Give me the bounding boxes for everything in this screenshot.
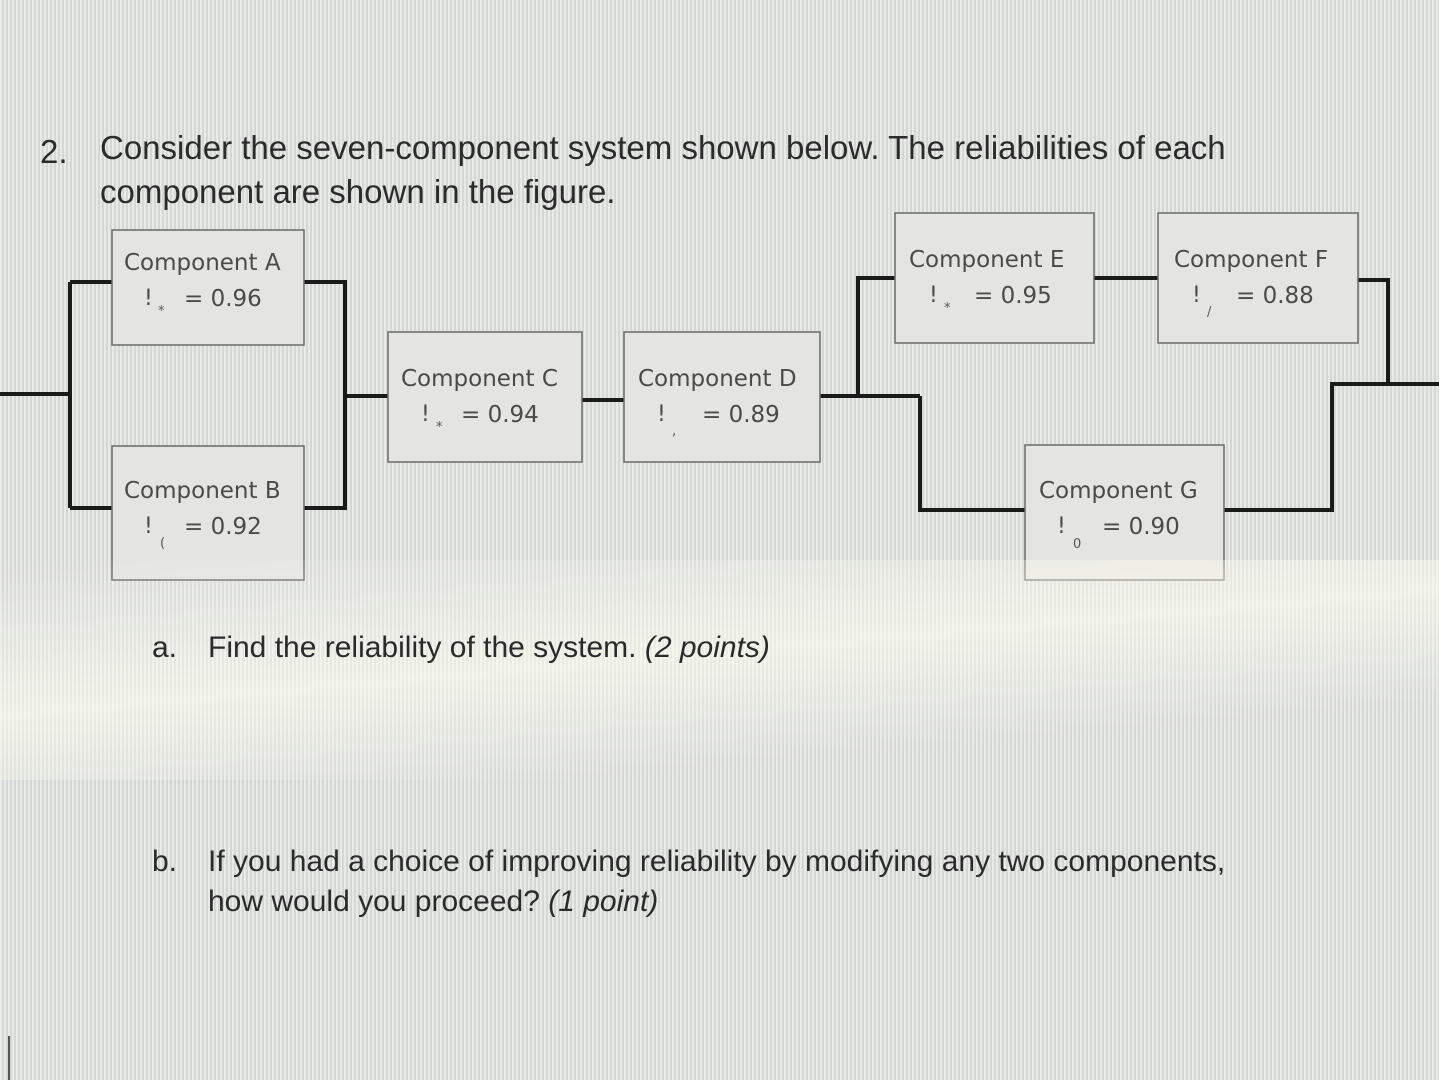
wire-to-ef-branch (856, 276, 895, 396)
component-b-subscript: ( (160, 536, 166, 551)
part-b-points: (1 point) (548, 885, 659, 918)
box-component-b (111, 445, 305, 581)
part-b-letter: b. (152, 845, 178, 878)
component-d-value: = 0.89 (702, 402, 780, 428)
component-e-subscript: * (944, 301, 951, 316)
question-text-line2: component are shown in the figure. (100, 173, 616, 210)
component-f-symbol: ! (1192, 283, 1201, 308)
part-b-question-line2: how would you proceed? (1 point) (208, 882, 658, 922)
component-c-subscript: * (436, 420, 443, 435)
question-number: 2. (40, 133, 68, 170)
wire-from-f (1358, 278, 1390, 382)
component-a-subscript: * (158, 304, 165, 319)
part-b-text-line1: If you had a choice of improving reliabi… (208, 845, 1226, 878)
component-f-subscript: / (1207, 305, 1212, 320)
box-component-c (387, 331, 583, 463)
box-component-a (111, 229, 305, 346)
component-a-symbol: ! (144, 286, 153, 311)
component-g-value: = 0.90 (1102, 514, 1180, 540)
component-e-value: = 0.95 (974, 283, 1052, 309)
cursor-mark (8, 1036, 10, 1080)
wire-from-g (1224, 382, 1439, 512)
part-b-text-line2: how would you proceed? (208, 885, 540, 918)
box-component-d (623, 331, 821, 463)
component-b-symbol: ! (144, 514, 153, 539)
box-component-g (1024, 444, 1225, 581)
question-text-line1: Consider the seven-component system show… (100, 129, 1226, 166)
component-f-label: Component F (1174, 247, 1329, 273)
component-g-label: Component G (1039, 478, 1198, 504)
part-a-question: Find the reliability of the system. (2 p… (208, 628, 770, 668)
component-e-label: Component E (909, 247, 1065, 273)
part-a-points: (2 points) (644, 631, 770, 664)
box-component-f (1157, 212, 1359, 344)
component-g-subscript: 0 (1073, 537, 1082, 552)
box-component-e (894, 212, 1095, 344)
wire-to-g-branch (918, 396, 1025, 512)
component-b-value: = 0.92 (184, 514, 262, 540)
component-c-symbol: ! (421, 402, 430, 427)
component-a-value: = 0.96 (184, 286, 262, 312)
component-e-symbol: ! (929, 283, 938, 308)
component-c-value: = 0.94 (461, 402, 539, 428)
component-b-label: Component B (124, 478, 281, 504)
component-c-label: Component C (401, 366, 558, 392)
part-a-text: Find the reliability of the system. (208, 631, 637, 664)
component-d-label: Component D (638, 366, 797, 392)
wire-from-a (304, 280, 347, 510)
component-d-symbol: ! (657, 402, 666, 427)
component-f-value: = 0.88 (1236, 283, 1314, 309)
component-g-symbol: ! (1057, 514, 1066, 539)
component-d-subscript: , (672, 424, 677, 439)
component-a-label: Component A (124, 250, 281, 276)
part-a-letter: a. (152, 631, 178, 664)
